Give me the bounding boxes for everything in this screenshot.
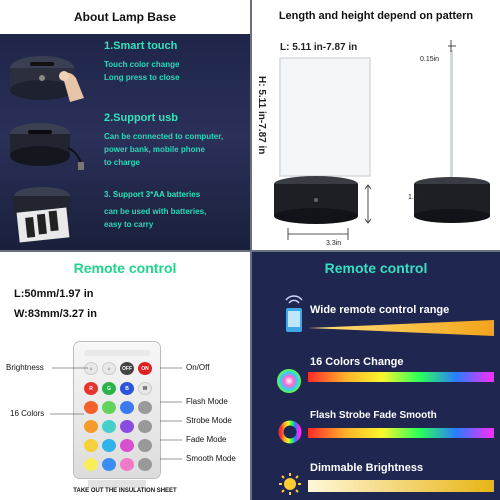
width-label: L: 5.11 in-7.87 in — [280, 42, 358, 53]
fade-mode-label: Fade Mode — [186, 435, 227, 444]
range-bar — [308, 320, 494, 336]
lamp-dimension-drawing — [274, 40, 490, 240]
remote-spec-panel: Remote control L:50mm/1.97 in W:83mm/3.2… — [0, 252, 250, 500]
remote-title: Remote control — [73, 260, 177, 276]
feature-support-usb: 2.Support usb Can be connected to comput… — [104, 112, 246, 169]
colors-label: 16 Colors — [10, 409, 45, 418]
feature-title: 2.Support usb — [104, 112, 178, 124]
feature-batteries: 3. Support 3*AA batteries can be used wi… — [104, 190, 246, 231]
on-off-label: On/Off — [186, 363, 210, 372]
lamp-base-touch-image — [10, 56, 84, 102]
base-width-label: 3.3in — [326, 240, 342, 247]
feature-title: 1.Smart touch — [104, 40, 178, 52]
thickness-label: 0.15in — [420, 56, 440, 63]
color-wheel-icon — [277, 369, 301, 393]
base-height-label: 1.5in — [408, 194, 424, 201]
insulation-label: TAKE OUT THE INSULATION SHEET — [73, 488, 177, 494]
remote-features-panel: Remote control Wide remote control range — [252, 252, 500, 500]
remote-features-title: Remote control — [324, 260, 428, 276]
dimensions-title: Length and height depend on pattern — [278, 10, 474, 22]
feature-dimmable: Dimmable Brightness — [310, 462, 424, 474]
color-bar-2 — [308, 428, 494, 438]
feature-smart-touch: 1.Smart touch Touch color change Long pr… — [104, 40, 246, 84]
smooth-mode-label: Smooth Mode — [186, 454, 236, 463]
height-label: H: 5.11 in-7.87 in — [256, 76, 267, 155]
brightness-label: Brightness — [6, 363, 44, 372]
remote-length: L:50mm/1.97 in — [14, 288, 94, 300]
horizontal-divider — [0, 250, 500, 252]
color-bar-1 — [308, 372, 494, 382]
feature-modes: Flash Strobe Fade Smooth — [310, 410, 437, 421]
brightness-bar — [308, 480, 494, 492]
remote-control-image: ☼ ☼ OFF ON R G B W — [74, 342, 160, 478]
feature-remote-range: Wide remote control range — [310, 304, 450, 316]
sun-brightness-icon — [279, 473, 301, 495]
lamp-base-title: About Lamp Base — [0, 0, 250, 34]
lamp-base-panel: About Lamp Base 1.Smart touch Touch colo… — [0, 0, 250, 250]
feature-desc: can be used with batteries, easy to carr… — [104, 207, 207, 229]
feature-desc: Can be connected to computer, power bank… — [104, 132, 224, 167]
feature-title: 3. Support 3*AA batteries — [104, 190, 201, 199]
color-ring-icon — [278, 420, 302, 444]
flash-mode-label: Flash Mode — [186, 397, 228, 406]
remote-callout-lines — [50, 367, 182, 460]
lamp-base-usb-image — [10, 123, 84, 170]
feature-desc: Touch color change Long press to close — [104, 60, 180, 82]
remote-width: W:83mm/3.27 in — [14, 308, 97, 320]
insulation-sheet — [88, 480, 146, 488]
strobe-mode-label: Strobe Mode — [186, 416, 232, 425]
lamp-base-battery-image — [14, 187, 70, 243]
signal-phone-icon — [285, 295, 303, 332]
dimensions-panel: Length and height depend on pattern L: 5… — [252, 0, 500, 250]
feature-16-colors: 16 Colors Change — [310, 356, 404, 368]
